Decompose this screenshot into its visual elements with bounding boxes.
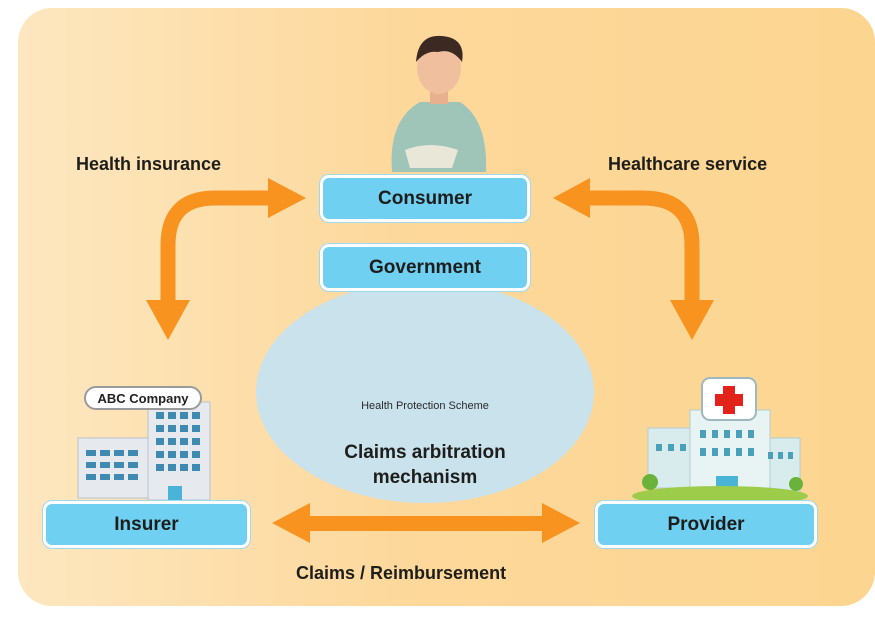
arrowhead-to-insurer bbox=[146, 300, 190, 340]
mechanism-line-2: mechanism bbox=[372, 467, 478, 488]
claims-arbitration-mechanism-label: Claims arbitration mechanism bbox=[310, 440, 540, 490]
health-insurance-label: Health insurance bbox=[76, 154, 222, 174]
abc-company-sign: ABC Company bbox=[84, 386, 202, 410]
health-protection-scheme-label: Health Protection Scheme bbox=[361, 400, 489, 412]
healthcare-service-label: Healthcare service bbox=[608, 154, 768, 174]
claims-arrow-shaft bbox=[306, 516, 544, 531]
health-protection-scheme-ellipse bbox=[256, 281, 594, 503]
consumer-node: Consumer bbox=[320, 175, 530, 222]
health-insurance-arrow-line bbox=[160, 190, 270, 300]
government-node: Government bbox=[320, 244, 530, 291]
insurer-building-icon bbox=[77, 401, 211, 501]
consumer-figure bbox=[391, 35, 487, 172]
healthcare-service-arrow-line bbox=[588, 190, 700, 300]
arrowhead-to-provider bbox=[670, 300, 714, 340]
hospital-icon bbox=[632, 377, 808, 506]
arrowhead-to-insurer-claims bbox=[272, 503, 310, 543]
provider-node: Provider bbox=[595, 501, 817, 548]
mechanism-line-1: Claims arbitration bbox=[344, 442, 506, 463]
arrowhead-to-provider-claims bbox=[542, 503, 580, 543]
insurer-node: Insurer bbox=[43, 501, 250, 548]
claims-reimbursement-label: Claims / Reimbursement bbox=[296, 563, 507, 583]
arrowhead-from-provider-to-consumer bbox=[553, 178, 590, 218]
arrowhead-to-consumer bbox=[268, 178, 306, 218]
